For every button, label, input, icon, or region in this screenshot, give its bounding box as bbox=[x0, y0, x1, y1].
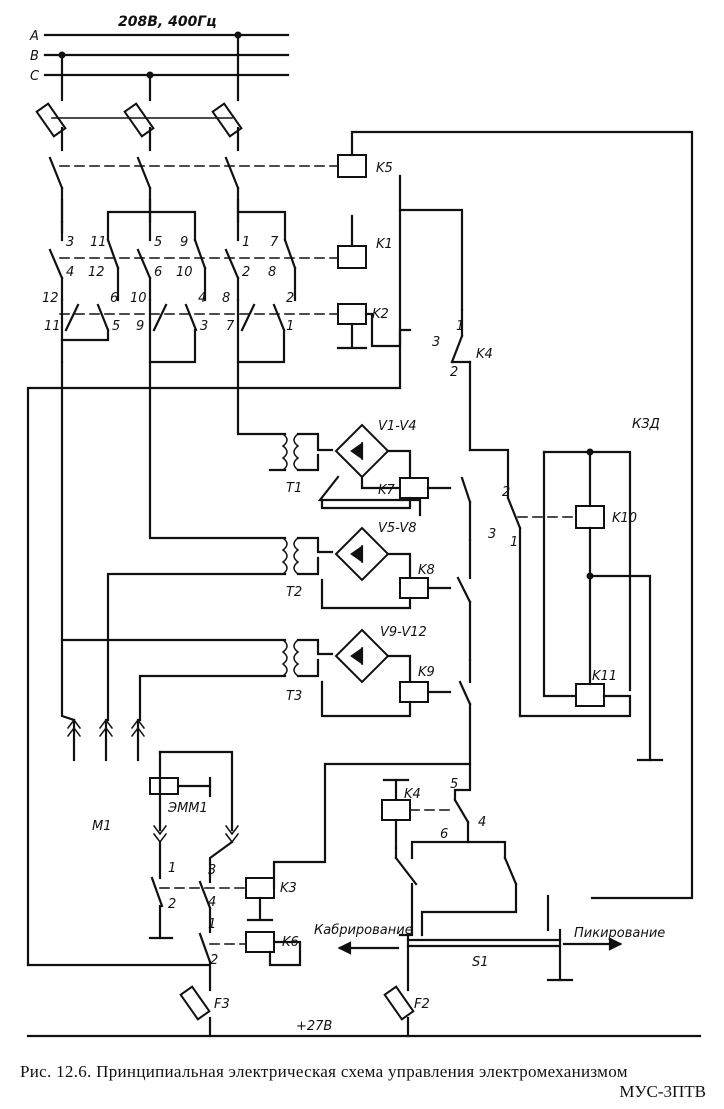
k4-top-contact-label: 2 bbox=[450, 365, 458, 380]
k4-top-contact-label: 1 bbox=[456, 319, 464, 334]
k1-contact-label: 2 bbox=[242, 265, 250, 280]
k1-contactor: 3 11 5 9 1 7 K1 4 12 6 10 2 8 bbox=[48, 235, 393, 302]
k2-contact-label: 1 bbox=[286, 319, 294, 334]
k4-top-contact: 3 1 2 K4 bbox=[398, 174, 493, 452]
t2-label: T2 bbox=[286, 585, 302, 600]
phase-c-label: C bbox=[30, 69, 40, 84]
caption-line-2: МУС-3ПТВ bbox=[619, 1082, 706, 1101]
k3-contact-label: 2 bbox=[168, 897, 176, 912]
f3-label: F3 bbox=[214, 997, 230, 1012]
limit-switch-section: K4 5 4 6 Кабрирование Пикирование S1 bbox=[314, 777, 665, 992]
phase-a-label: A bbox=[29, 29, 39, 44]
k4-top-label: K4 bbox=[476, 347, 493, 362]
dc-supply: F3 F2 +27В bbox=[26, 985, 702, 1038]
k3-contact-label: 4 bbox=[208, 895, 216, 910]
k6-contact-label: 1 bbox=[208, 917, 216, 932]
k9-label: K9 bbox=[418, 665, 435, 680]
k2-contact-label: 7 bbox=[226, 319, 235, 334]
emm1-label: ЭММ1 bbox=[167, 801, 208, 816]
k1-contact-label: 3 bbox=[66, 235, 74, 250]
k2-contact-label: 5 bbox=[112, 319, 120, 334]
phase-b-label: B bbox=[30, 49, 39, 64]
k3-label: K3 bbox=[280, 881, 297, 896]
k1-contact-label: 12 bbox=[88, 265, 105, 280]
dc-voltage-label: +27В bbox=[296, 1019, 332, 1034]
k10-contact-label: 1 bbox=[510, 535, 518, 550]
k1-contact-label: 7 bbox=[270, 235, 279, 250]
v9-v12-label: V9-V12 bbox=[380, 625, 427, 640]
k1-contact-label: 4 bbox=[66, 265, 74, 280]
k2-contact-label: 12 bbox=[42, 291, 59, 306]
k10-k11-relays: 2 3 1 K10 K11 bbox=[468, 448, 664, 762]
k11-label: K11 bbox=[592, 669, 617, 684]
k2-contact-label: 11 bbox=[44, 319, 61, 334]
t3-label: T3 bbox=[286, 689, 302, 704]
k10-contact-label: 2 bbox=[502, 485, 510, 500]
t2-rectifier-stage: T2 V5-V8 K8 bbox=[106, 360, 472, 722]
three-phase-bus: A B C 208В, 400Гц bbox=[29, 14, 290, 102]
control-loop-wires bbox=[26, 130, 694, 967]
f2-label: F2 bbox=[414, 997, 430, 1012]
k4-bottom-label: K4 bbox=[404, 787, 421, 802]
k8-label: K8 bbox=[418, 563, 435, 578]
motor-block: M1 ЭММ1 bbox=[60, 638, 240, 844]
k1-label: K1 bbox=[376, 237, 393, 252]
k1-contact-label: 10 bbox=[176, 265, 193, 280]
supply-voltage-label: 208В, 400Гц bbox=[118, 14, 217, 30]
k1-contact-label: 8 bbox=[268, 265, 276, 280]
reversing-wiring bbox=[60, 198, 287, 242]
k4-bottom-contact-label: 4 bbox=[478, 815, 486, 830]
k4-bottom-contact-label: 5 bbox=[450, 777, 458, 792]
k2-contact-label: 4 bbox=[198, 291, 206, 306]
k5-label: K5 bbox=[376, 161, 393, 176]
k3-k6-relays: 1 2 3 4 K3 1 2 K6 bbox=[26, 762, 472, 992]
k2-contact-label: 9 bbox=[136, 319, 144, 334]
k3d-label: КЗД bbox=[632, 417, 660, 432]
t1-label: T1 bbox=[286, 481, 302, 496]
k3d-block: КЗД bbox=[632, 417, 660, 432]
k1-contact-label: 6 bbox=[154, 265, 162, 280]
v1-v4-label: V1-V4 bbox=[378, 419, 417, 434]
phase-fuses bbox=[35, 102, 243, 152]
k3-contact-label: 3 bbox=[208, 863, 216, 878]
k3-contact-label: 1 bbox=[168, 861, 176, 876]
k10-label: K10 bbox=[612, 511, 637, 526]
k2-contact-label: 10 bbox=[130, 291, 147, 306]
v5-v8-label: V5-V8 bbox=[378, 521, 417, 536]
k2-contact-label: 8 bbox=[222, 291, 230, 306]
k5-contactor: K5 bbox=[48, 154, 393, 224]
k1-contact-label: 11 bbox=[90, 235, 107, 250]
k2-contact-label: 3 bbox=[200, 319, 208, 334]
k1-contact-label: 1 bbox=[242, 235, 250, 250]
k6-contact-label: 2 bbox=[210, 953, 218, 968]
t1-rectifier-stage: T1 V1-V4 K7 bbox=[236, 360, 472, 542]
k2-contactor: 12 6 10 4 8 2 K2 11 5 9 3 7 1 bbox=[42, 291, 412, 364]
k1-contact-label: 5 bbox=[154, 235, 162, 250]
k4-bottom-contact-label: 6 bbox=[440, 827, 448, 842]
k2-contact-label: 2 bbox=[286, 291, 294, 306]
k1-contact-label: 9 bbox=[180, 235, 188, 250]
pitch-up-label: Кабрирование bbox=[314, 923, 413, 938]
k10-contact-label: 3 bbox=[488, 527, 496, 542]
k2-label: K2 bbox=[372, 307, 389, 322]
k2-contact-label: 6 bbox=[110, 291, 118, 306]
figure-caption: Рис. 12.6. Принципиальная электрическая … bbox=[20, 1062, 710, 1102]
control-circuit-diagram: A B C 208В, 400Гц K5 bbox=[26, 14, 702, 1038]
k7-label: K7 bbox=[378, 483, 396, 498]
k4-top-contact-label: 3 bbox=[432, 335, 440, 350]
m1-label: M1 bbox=[92, 819, 112, 834]
pitch-down-label: Пикирование bbox=[574, 926, 665, 941]
caption-line-1: Рис. 12.6. Принципиальная электрическая … bbox=[20, 1062, 628, 1081]
s1-label: S1 bbox=[472, 955, 489, 970]
